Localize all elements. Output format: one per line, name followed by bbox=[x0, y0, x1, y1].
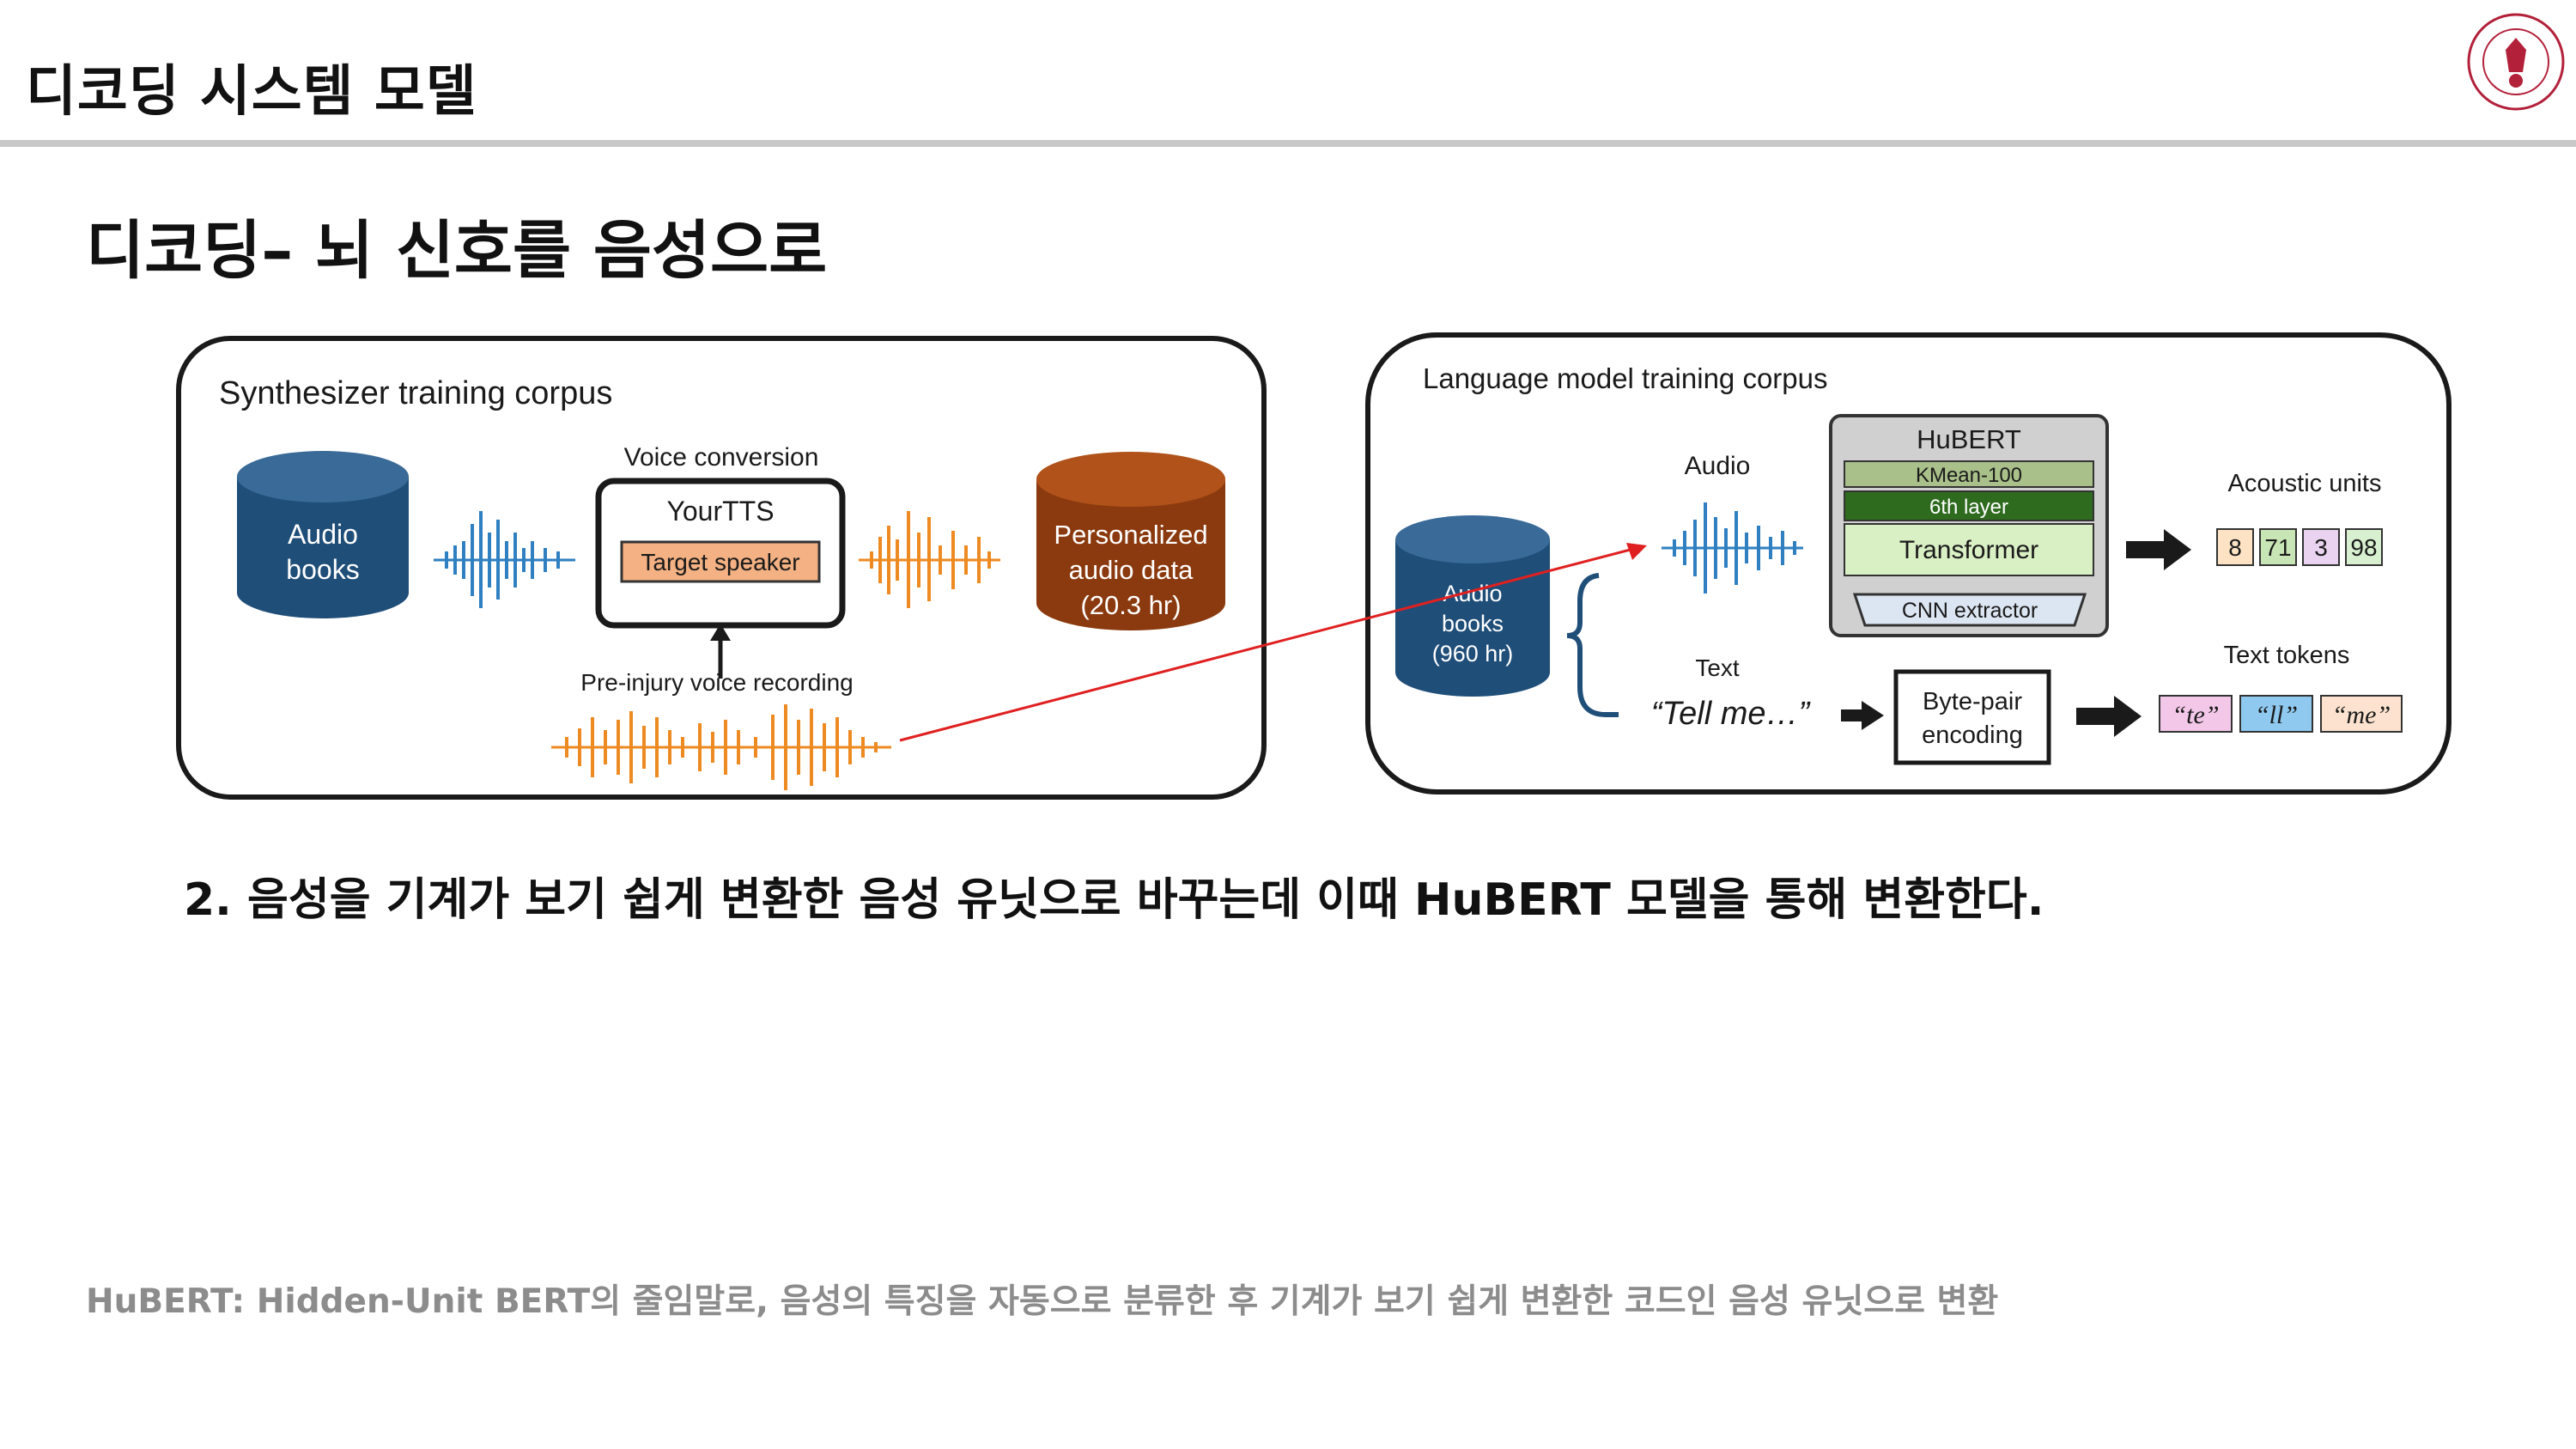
layer-box bbox=[1844, 490, 2094, 521]
text-label: Text bbox=[1695, 654, 1740, 681]
transformer-label: Transformer bbox=[1899, 536, 2038, 564]
transformer-box bbox=[1844, 523, 2094, 576]
text-token-1 bbox=[2159, 695, 2233, 733]
section-title: 디코딩– 뇌 신호를 음성으로 bbox=[86, 214, 828, 288]
acoustic-unit-2 bbox=[2259, 528, 2297, 566]
text-token-3-label: “me” bbox=[2332, 701, 2391, 729]
acoustic-unit-4 bbox=[2345, 528, 2383, 566]
cnn-label: CNN extractor bbox=[1902, 599, 2038, 623]
bpe-label-1: Byte-pair bbox=[1923, 688, 2022, 715]
up-arrow-icon bbox=[710, 624, 731, 641]
text-token-2-label: “ll” bbox=[2255, 701, 2298, 729]
layer-label: 6th layer bbox=[1929, 496, 2008, 519]
tell-me-text: “Tell me…” bbox=[1651, 696, 1812, 732]
brace-icon bbox=[1566, 573, 1619, 717]
caption-text: 2. 음성을 기계가 보기 쉽게 변환한 음성 유닛으로 바꾸는데 이때 HuB… bbox=[184, 874, 2044, 926]
acoustic-unit-3-label: 3 bbox=[2314, 534, 2328, 561]
kmean-label: KMean-100 bbox=[1916, 464, 2022, 487]
synthesizer-panel-title: Synthesizer training corpus bbox=[219, 375, 612, 411]
audio-books-cylinder: Audio books bbox=[237, 451, 409, 618]
pre-injury-waveform-icon bbox=[551, 704, 891, 790]
decoding-diagram: Synthesizer training corpus Audio books … bbox=[176, 332, 2451, 800]
right-arrow-bpe-icon bbox=[2076, 696, 2142, 737]
acoustic-units-label: Acoustic units bbox=[2228, 470, 2382, 497]
kmean-box bbox=[1844, 460, 2094, 488]
pre-injury-label: Pre-injury voice recording bbox=[580, 669, 853, 696]
bpe-box bbox=[1893, 669, 2051, 765]
text-token-3 bbox=[2320, 695, 2403, 733]
audio-books-label-1: Audio bbox=[288, 519, 358, 550]
audio-label: Audio bbox=[1685, 452, 1751, 480]
right-arrow-icon bbox=[2126, 529, 2191, 570]
language-model-corpus-panel: Language model training corpus Audio boo… bbox=[1365, 332, 2451, 795]
yourtts-label: YourTTS bbox=[666, 496, 774, 527]
personalized-label-3: (20.3 hr) bbox=[1080, 590, 1181, 620]
target-speaker-label: Target speaker bbox=[641, 549, 799, 575]
text-token-1-label: “te” bbox=[2172, 701, 2219, 729]
header-divider bbox=[0, 140, 2576, 147]
target-speaker-box bbox=[620, 540, 821, 583]
red-annotation-arrow bbox=[899, 543, 1647, 742]
language-panel-title: Language model training corpus bbox=[1423, 362, 1828, 394]
personalized-label-2: audio data bbox=[1069, 555, 1194, 585]
audio-books-960-label-2: books bbox=[1442, 611, 1504, 636]
acoustic-unit-1-label: 8 bbox=[2228, 534, 2242, 561]
cnn-box bbox=[1852, 593, 2087, 627]
footnote-text: HuBERT: Hidden-Unit BERT의 줄임말로, 음성의 특징을 … bbox=[86, 1282, 1999, 1321]
orange-waveform-icon bbox=[859, 511, 1000, 608]
text-token-2 bbox=[2239, 695, 2313, 733]
text-tokens-label: Text tokens bbox=[2224, 642, 2350, 669]
voice-conversion-label: Voice conversion bbox=[624, 443, 819, 472]
acoustic-unit-3 bbox=[2302, 528, 2340, 566]
acoustic-unit-1 bbox=[2216, 528, 2254, 566]
hubert-input-waveform-icon bbox=[1662, 502, 1803, 594]
personalized-label-1: Personalized bbox=[1054, 520, 1207, 550]
blue-waveform-icon bbox=[434, 511, 575, 608]
right-arrow-small-icon bbox=[1841, 701, 1884, 730]
university-seal-logo bbox=[2467, 13, 2565, 111]
bpe-label-2: encoding bbox=[1922, 721, 2023, 749]
audio-books-960-label-3: (960 hr) bbox=[1432, 641, 1514, 667]
personalized-audio-cylinder: Personalized audio data (20.3 hr) bbox=[1036, 452, 1225, 630]
audio-books-label-2: books bbox=[286, 554, 359, 585]
hubert-label: HuBERT bbox=[1917, 424, 2021, 454]
audio-books-960-cylinder: Audio books (960 hr) bbox=[1395, 515, 1550, 697]
acoustic-unit-2-label: 71 bbox=[2264, 534, 2291, 561]
synthesizer-corpus-panel: Synthesizer training corpus Audio books … bbox=[176, 336, 1267, 800]
acoustic-unit-4-label: 98 bbox=[2350, 534, 2377, 561]
page-header-title: 디코딩 시스템 모델 bbox=[26, 60, 477, 124]
